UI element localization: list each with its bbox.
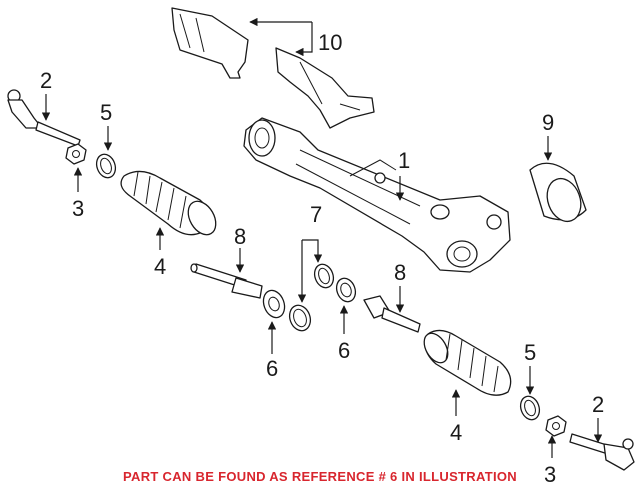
callout-4-left: 4 <box>154 254 166 279</box>
callout-4-right: 4 <box>450 420 462 445</box>
callout-1: 1 <box>398 148 410 173</box>
callout-8-left: 8 <box>234 224 246 249</box>
callout-5-right: 5 <box>524 340 536 365</box>
boot-clamp-right <box>519 395 541 421</box>
jam-nut-right <box>545 415 567 437</box>
callout-10: 10 <box>318 30 342 55</box>
reference-caption: PART CAN BE FOUND AS REFERENCE # 6 IN IL… <box>123 469 517 484</box>
boot-clamp-left <box>95 153 117 179</box>
heat-shield-bracket-lower <box>275 47 375 129</box>
pinion-boot <box>529 162 587 223</box>
retaining-ring-right <box>313 263 335 289</box>
callout-6-left: 6 <box>266 356 278 381</box>
rack-bushing-right <box>335 277 357 303</box>
callout-2-right: 2 <box>592 392 604 417</box>
inner-tie-rod-right <box>363 295 421 333</box>
callout-9: 9 <box>542 110 554 135</box>
callout-3-right: 3 <box>544 462 556 487</box>
rack-bushing-left <box>262 289 286 319</box>
steering-rack <box>243 117 511 273</box>
tie-rod-end-right <box>569 433 635 471</box>
bellows-boot-left <box>120 170 217 236</box>
callout-3-left: 3 <box>72 196 84 221</box>
callout-7: 7 <box>310 202 322 227</box>
bellows-boot-right <box>423 329 512 396</box>
callout-5-left: 5 <box>100 100 112 125</box>
heat-shield-bracket-upper <box>171 7 249 79</box>
retaining-ring-left <box>288 304 312 332</box>
callout-6-right: 6 <box>338 338 350 363</box>
callout-8-right: 8 <box>394 260 406 285</box>
jam-nut-left <box>65 143 87 165</box>
tie-rod-end-left <box>7 89 81 147</box>
leader-lines <box>41 17 603 458</box>
inner-tie-rod-left <box>190 263 263 299</box>
callout-2-left: 2 <box>40 68 52 93</box>
